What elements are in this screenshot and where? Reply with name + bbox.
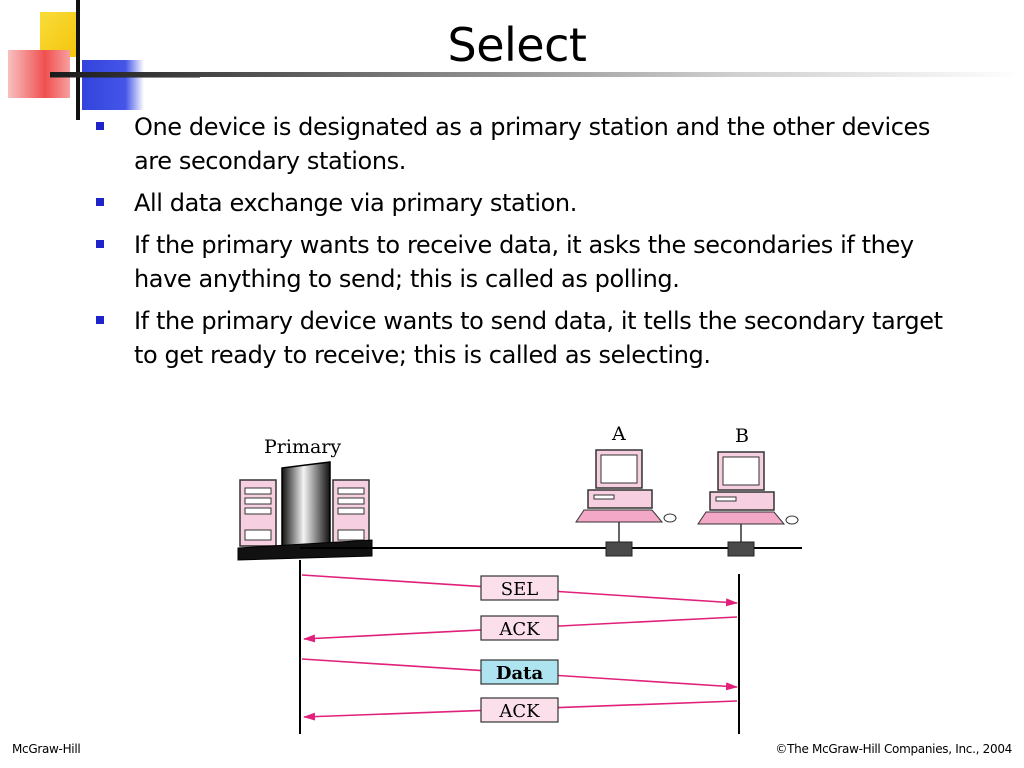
bullet-item: If the primary device wants to send data… xyxy=(96,304,956,372)
bullet-list: One device is designated as a primary st… xyxy=(96,110,956,380)
bullet-icon xyxy=(96,198,104,206)
svg-text:SEL: SEL xyxy=(501,579,538,600)
ack-frame-box: ACK xyxy=(480,697,559,723)
station-a-computer-icon xyxy=(575,449,677,557)
svg-text:Data: Data xyxy=(496,663,544,684)
footer-publisher: McGraw-Hill xyxy=(12,742,81,756)
primary-label: Primary xyxy=(264,436,341,458)
svg-text:ACK: ACK xyxy=(498,701,540,722)
yellow-square xyxy=(40,12,80,57)
bullet-icon xyxy=(96,122,104,130)
bullet-item: If the primary wants to receive data, it… xyxy=(96,228,956,296)
sel-frame-box: SEL xyxy=(480,575,559,601)
footer-copyright: ©The McGraw-Hill Companies, Inc., 2004 xyxy=(775,742,1012,756)
title-rule xyxy=(50,72,1024,77)
station-a-label: A xyxy=(611,423,626,445)
bullet-icon xyxy=(96,316,104,324)
bullet-item: All data exchange via primary station. xyxy=(96,186,956,220)
station-b-computer-icon xyxy=(697,451,799,557)
bullet-icon xyxy=(96,240,104,248)
blue-square xyxy=(82,60,144,110)
svg-text:ACK: ACK xyxy=(498,619,540,640)
data-frame-box: Data xyxy=(480,659,559,685)
primary-server-icon xyxy=(237,461,373,561)
slide-title: Select xyxy=(447,18,587,72)
ack-frame-box: ACK xyxy=(480,615,559,641)
station-b-label: B xyxy=(735,425,749,447)
bullet-item: One device is designated as a primary st… xyxy=(96,110,956,178)
